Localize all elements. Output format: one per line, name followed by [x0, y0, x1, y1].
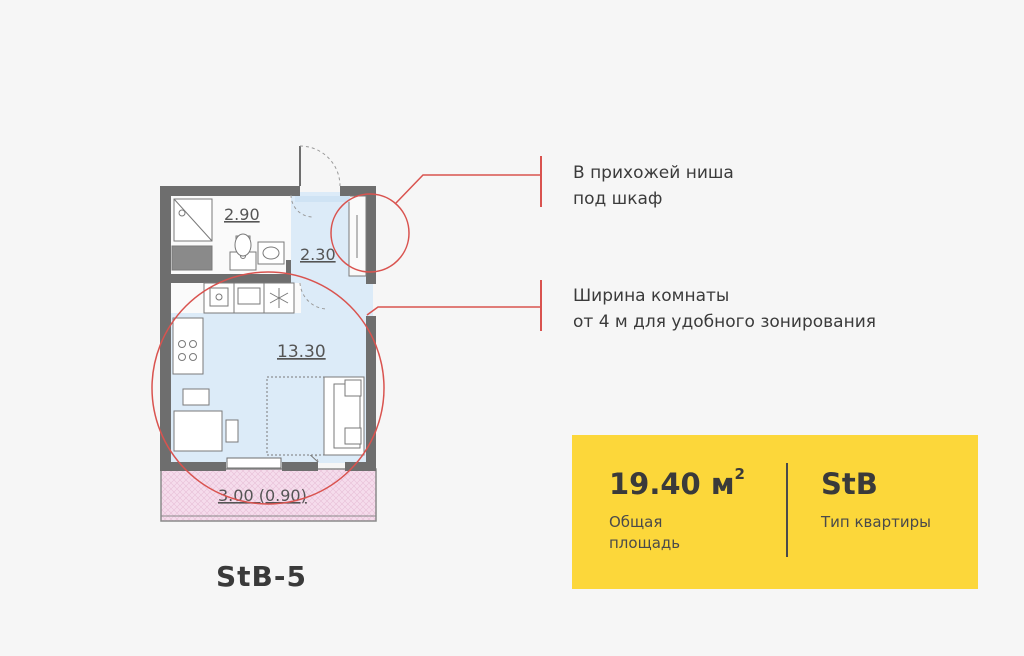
callout-niche-line-1: В прихожей ниша	[573, 163, 734, 183]
callout-circle-room	[151, 271, 385, 505]
sofa	[266, 376, 365, 456]
summary-card: 19.40 м2 Общая площадь StB Тип квартиры	[572, 435, 978, 589]
room-label-bathroom: 2.90	[224, 205, 260, 224]
apartment-type-value: StB	[821, 467, 878, 501]
callout-niche-line-2: под шкаф	[573, 189, 663, 209]
balcony-rail	[160, 468, 377, 522]
callout-niche: В прихожей ниша под шкаф	[573, 160, 833, 212]
area-unit-superscript: 2	[734, 465, 745, 484]
room-label-living: 13.30	[277, 342, 326, 362]
callout-room-width: Ширина комнаты от 4 м для удобного зонир…	[573, 283, 933, 335]
leader-line-2	[366, 306, 541, 316]
room-label-hallway: 2.30	[300, 245, 336, 264]
dining-set	[173, 388, 239, 452]
callout-room-line-1: Ширина комнаты	[573, 286, 730, 306]
apartment-type-label: Тип квартиры	[821, 513, 931, 531]
total-area-label: Общая площадь	[609, 513, 681, 552]
kitchen-fixtures	[172, 282, 295, 375]
bathroom-fixtures	[171, 198, 285, 271]
area-number: 19.40 м	[609, 467, 735, 501]
callout-room-line-2: от 4 м для удобного зонирования	[573, 312, 876, 332]
card-divider	[786, 463, 788, 557]
balcony-floor	[161, 469, 376, 521]
window	[226, 457, 282, 469]
leader-line-1	[395, 174, 541, 204]
room-label-balcony: 3.00 (0.90)	[218, 486, 307, 505]
callout-circle-niche	[330, 193, 410, 273]
plan-title: StB-5	[216, 560, 307, 593]
total-area-value: 19.40 м2	[609, 465, 745, 501]
